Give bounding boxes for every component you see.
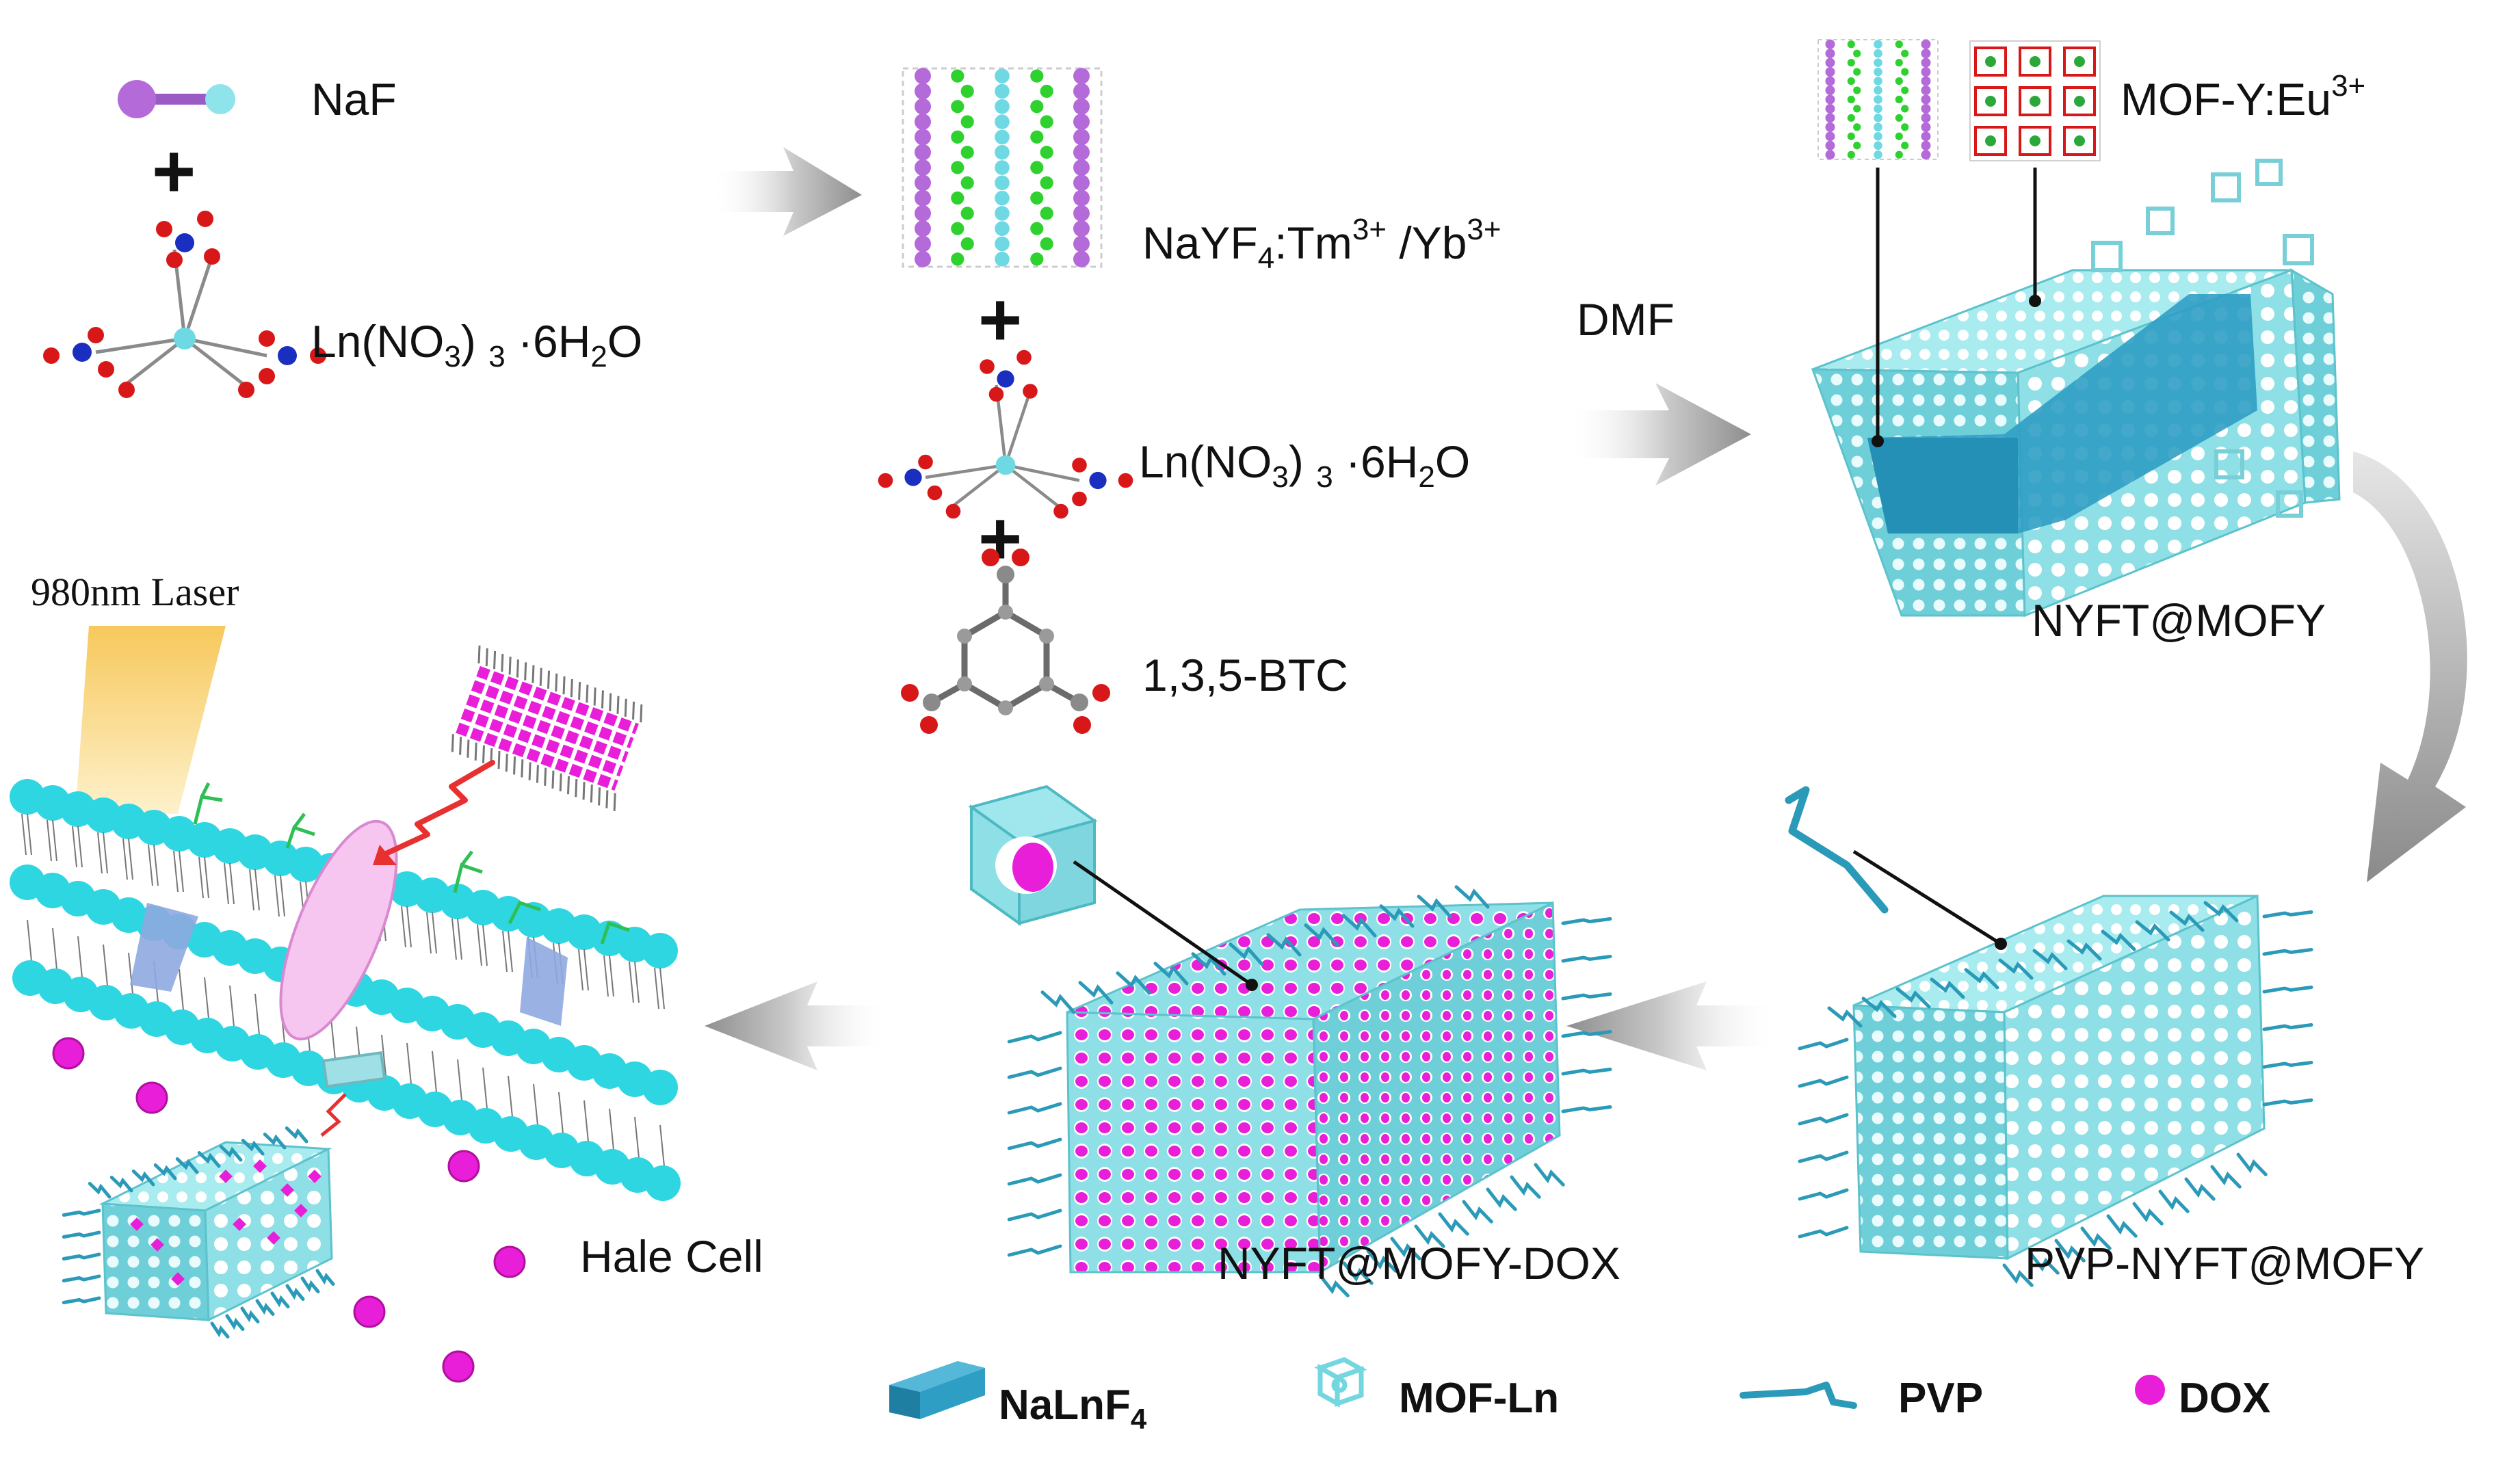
mof-y-eu-label: MOF-Y:Eu3+ — [2121, 69, 2365, 124]
ln-nitrate-label-1: Ln(NO3) 3 ·6H2O — [311, 316, 642, 373]
membrane-channel-protein — [279, 819, 398, 1041]
mof-y-eu-structure-inset-icon — [1969, 40, 2101, 161]
legend-nalnf4-icon — [889, 1361, 985, 1419]
nayf4-product-label: NaYF4:Tm3+ /Yb3+ — [1142, 213, 1501, 275]
nayf4-crystal-inset-icon — [1817, 39, 1939, 160]
reaction-arrow-dmf — [1566, 383, 1751, 486]
plus-sign-2: + — [978, 278, 1022, 362]
pvp-nyft-mofy-nanorod — [1798, 894, 2313, 1287]
release-signal-arrow — [380, 760, 495, 858]
small-release-arrow — [320, 1093, 347, 1137]
small-nanorod-icon — [321, 1051, 386, 1088]
ln-nitrate-molecule-icon-2 — [878, 349, 1133, 519]
legend-dox-label: DOX — [2179, 1375, 2270, 1422]
btc-label: 1,3,5-BTC — [1142, 650, 1348, 700]
plus-sign-3: + — [978, 497, 1022, 581]
reaction-arrow-4 — [705, 981, 889, 1070]
plus-sign-1: + — [152, 129, 196, 213]
legend: NaLnF4 MOF-Ln PVP DOX — [889, 1357, 2270, 1435]
reaction-arrow-3 — [1566, 981, 1779, 1070]
legend-pvp-label: PVP — [1898, 1375, 1983, 1422]
naf-molecule-icon — [118, 80, 235, 118]
laser-label: 980nm Laser — [31, 570, 239, 614]
nyft-mofy-dox-label: NYFT@MOFY-DOX — [1218, 1238, 1620, 1289]
reaction-arrow-1 — [711, 147, 862, 236]
legend-mof-ln-icon — [1314, 1357, 1367, 1408]
ln-nitrate-molecule-icon-1 — [43, 211, 326, 398]
legend-nalnf4-label: NaLnF4 — [999, 1382, 1147, 1435]
naf-label: NaF — [311, 74, 397, 124]
nyft-mofy-label: NYFT@MOFY — [2032, 595, 2326, 646]
drug-loaded-nanorod-inset — [451, 645, 643, 811]
legend-pvp-icon — [1740, 1382, 1857, 1409]
glycan-branches — [193, 782, 630, 945]
dmf-solvent-label: DMF — [1577, 294, 1675, 345]
nyft-mofy-nanorod — [1811, 268, 2341, 618]
cell-nanorod-with-dox — [62, 1126, 335, 1338]
btc-molecule-icon — [901, 549, 1110, 734]
cell-label: Hale Cell — [580, 1231, 763, 1282]
nyft-mofy-dox-nanorod — [1007, 885, 1612, 1297]
pvp-nyft-mofy-label: PVP-NYFT@MOFY — [2025, 1238, 2424, 1289]
reaction-arrow-curved — [2353, 451, 2467, 882]
nayf4-crystal-structure-icon — [902, 67, 1103, 268]
dox-pointer-line — [1073, 860, 1253, 987]
dox-molecules — [52, 1037, 526, 1383]
dox-loaded-cage-inset-icon — [968, 784, 1098, 926]
pvp-pointer-line — [1852, 849, 2002, 946]
mof-cube-fragments — [2091, 159, 2314, 518]
membrane-protein-left — [130, 903, 198, 992]
membrane-protein-right — [520, 937, 568, 1026]
pvp-chain-inset-icon — [1785, 786, 1889, 914]
ln-nitrate-label-2: Ln(NO3) 3 ·6H2O — [1139, 436, 1470, 494]
legend-dox-icon — [2135, 1375, 2165, 1405]
legend-mof-ln-label: MOF-Ln — [1399, 1375, 1559, 1422]
laser-beam — [75, 626, 226, 814]
